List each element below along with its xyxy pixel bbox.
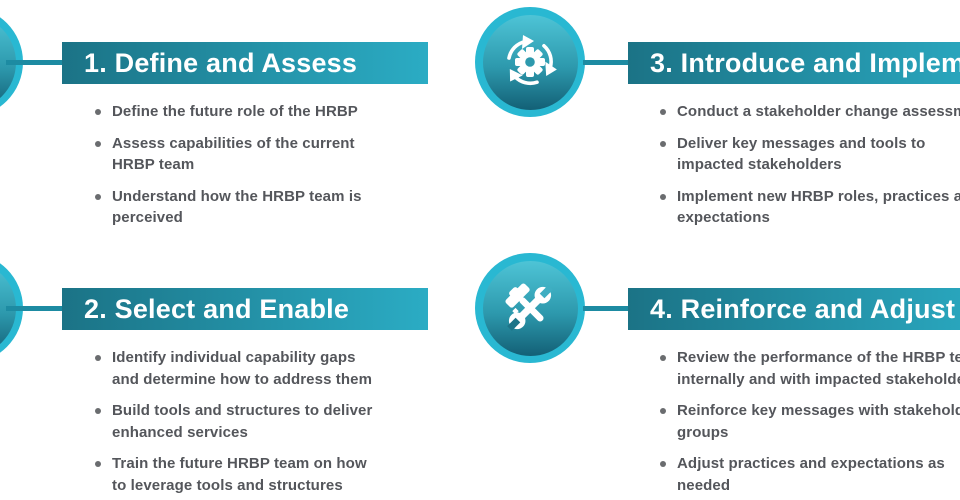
bullet-item: Define the future role of the HRBP [95, 101, 362, 123]
bullet-item: Understand how the HRBP team is perceive… [95, 186, 362, 229]
bullet-dot [660, 109, 666, 115]
bullet-line: Implement new HRBP roles, practices and [677, 187, 960, 205]
bullet-line: groups [677, 423, 729, 441]
step-4-title: 4. Reinforce and Adjust [650, 294, 956, 324]
step-3-title: 3. Introduce and Implement [650, 48, 960, 78]
bullet-dot [660, 355, 666, 361]
bullet-item: Adjust practices and expectations as nee… [660, 453, 960, 496]
bullet-line: Adjust practices and expectations as [677, 455, 945, 472]
bullet-line: perceived [112, 209, 183, 226]
bullet-item: Review the performance of the HRBP team … [660, 347, 960, 390]
bullet-dot [660, 140, 666, 147]
bullet-line: Reinforce key messages with stakeholder [677, 402, 960, 419]
bullet-item: Train the future HRBP team on how to lev… [95, 453, 372, 496]
bullet-dot [95, 355, 101, 361]
bullet-item: Implement new HRBP roles, practices and … [660, 186, 960, 229]
step-4-bullets: Review the performance of the HRBP team … [660, 347, 960, 500]
bullet-line: HRBP team [112, 156, 195, 173]
step-3-badge-gradient [482, 14, 578, 110]
bullet-dot [95, 193, 101, 200]
bullet-dot [660, 408, 666, 414]
bullet-line: expectations [677, 209, 770, 226]
bullet-item: Reinforce key messages with stakeholder … [660, 400, 960, 443]
bullet-dot [95, 461, 101, 467]
bullet-line: to leverage tools and structures [112, 476, 343, 494]
connector-line [583, 60, 629, 65]
bullet-line: needed [677, 476, 731, 494]
connector-line [583, 306, 629, 311]
step-1-bullets: Define the future role of the HRBP Asses… [95, 101, 362, 239]
step-2-bullets: Identify individual capability gaps and … [95, 347, 372, 500]
hammer-wrench-icon [505, 283, 553, 331]
bullet-line: Train the future HRBP team on how [112, 455, 367, 472]
bullet-dot [95, 109, 101, 115]
step-4-title-bar: 4. Reinforce and Adjust [628, 288, 960, 330]
bullet-dot [660, 193, 666, 200]
step-1-title: 1. Define and Assess [84, 48, 358, 78]
step-3-badge [475, 7, 585, 117]
bullet-line: internally and with impacted stakeholder… [677, 370, 960, 388]
connector-line [6, 306, 62, 311]
bullet-line: enhanced services [112, 423, 248, 441]
bullet-line: Assess capabilities of the current [112, 134, 355, 152]
bullet-dot [95, 140, 101, 147]
bullet-dot [95, 408, 101, 414]
bullet-line: Conduct a stakeholder change assessment [677, 103, 960, 120]
gear-cycle-icon [507, 35, 557, 86]
connector-line [6, 60, 62, 65]
bullet-line: Define the future role of the HRBP [112, 103, 358, 120]
bullet-item: Deliver key messages and tools to impact… [660, 133, 960, 176]
bullet-item: Conduct a stakeholder change assessment [660, 101, 960, 123]
bullet-line: Identify individual capability gaps [112, 349, 356, 366]
bullet-item: Build tools and structures to deliver en… [95, 400, 372, 443]
step-3-bullets: Conduct a stakeholder change assessment … [660, 101, 960, 239]
bullet-line: and determine how to address them [112, 370, 373, 388]
bullet-line: Review the performance of the HRBP team [677, 349, 960, 366]
bullet-line: Build tools and structures to deliver [112, 402, 373, 419]
bullet-item: Assess capabilities of the current HRBP … [95, 133, 362, 176]
bullet-item: Identify individual capability gaps and … [95, 347, 372, 390]
step-1-title-bar: 1. Define and Assess [62, 42, 428, 84]
step-2-title-bar: 2. Select and Enable [62, 288, 428, 330]
step-4-badge-gradient [482, 260, 578, 356]
bullet-dot [660, 461, 666, 467]
step-3-title-bar: 3. Introduce and Implement [628, 42, 960, 84]
step-2-title: 2. Select and Enable [84, 294, 350, 324]
bullet-line: Understand how the HRBP team is [112, 187, 362, 205]
bullet-line: Deliver key messages and tools to [677, 134, 926, 152]
step-4-badge [475, 253, 585, 363]
bullet-line: impacted stakeholders [677, 156, 842, 173]
